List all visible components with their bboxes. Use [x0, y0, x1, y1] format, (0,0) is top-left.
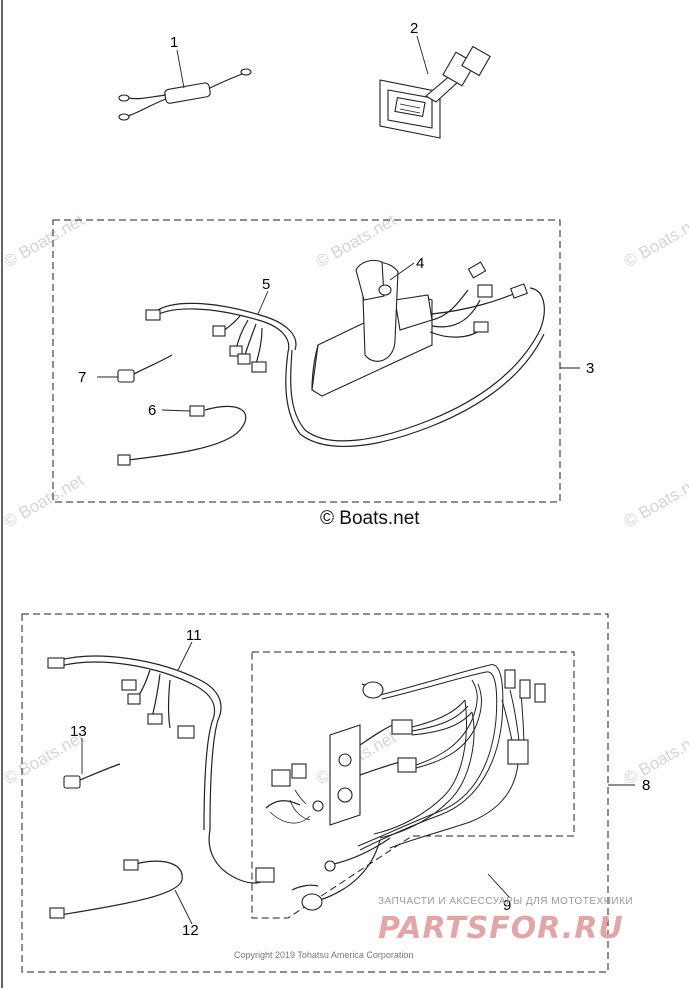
- watermark: © Boats.net: [1, 210, 88, 271]
- part-7-lead: [117, 354, 173, 383]
- callout-9: 9: [503, 897, 511, 914]
- part-9-panel-harness: [265, 664, 546, 911]
- watermark: © Boats.net: [621, 727, 689, 788]
- callout-4: 4: [416, 255, 424, 272]
- site-logo: PARTSFOR.RU: [378, 911, 624, 946]
- callout-8: 8: [642, 777, 650, 794]
- callout-5: 5: [262, 276, 270, 293]
- watermark: © Boats.net: [621, 210, 689, 271]
- callout-6: 6: [148, 402, 156, 419]
- part-5-harness: [145, 287, 545, 448]
- part-6-wire: [117, 405, 247, 466]
- callout-2: 2: [410, 20, 418, 37]
- watermark: © Boats.net: [1, 470, 88, 531]
- callout-13: 13: [70, 723, 87, 740]
- callout-7: 7: [78, 369, 86, 386]
- callout-11: 11: [186, 627, 202, 644]
- part-2-switch-panel: [379, 45, 491, 139]
- group-3-box: [52, 219, 561, 503]
- watermark-main: © Boats.net: [320, 508, 420, 529]
- part-12-wire: [49, 859, 183, 919]
- group-8-box: [21, 613, 609, 973]
- copyright: Copyright 2019 Tohatsu America Corporati…: [234, 950, 413, 960]
- part-4-remote-control: [311, 259, 528, 397]
- site-tagline: ЗАПЧАСТИ И АКСЕССУАРЫ ДЛЯ МОТОТЕХНИКИ: [378, 896, 633, 907]
- group-9-box: [251, 651, 575, 919]
- watermark-group: © Boats.net © Boats.net © Boats.net © Bo…: [1, 210, 689, 788]
- callout-12: 12: [182, 922, 199, 939]
- part-11-harness: [47, 655, 275, 884]
- callout-1: 1: [170, 34, 178, 51]
- part-1-cable: [118, 68, 252, 121]
- watermark: © Boats.net: [621, 470, 689, 531]
- callout-3: 3: [586, 360, 594, 377]
- part-13-lead: [63, 763, 121, 789]
